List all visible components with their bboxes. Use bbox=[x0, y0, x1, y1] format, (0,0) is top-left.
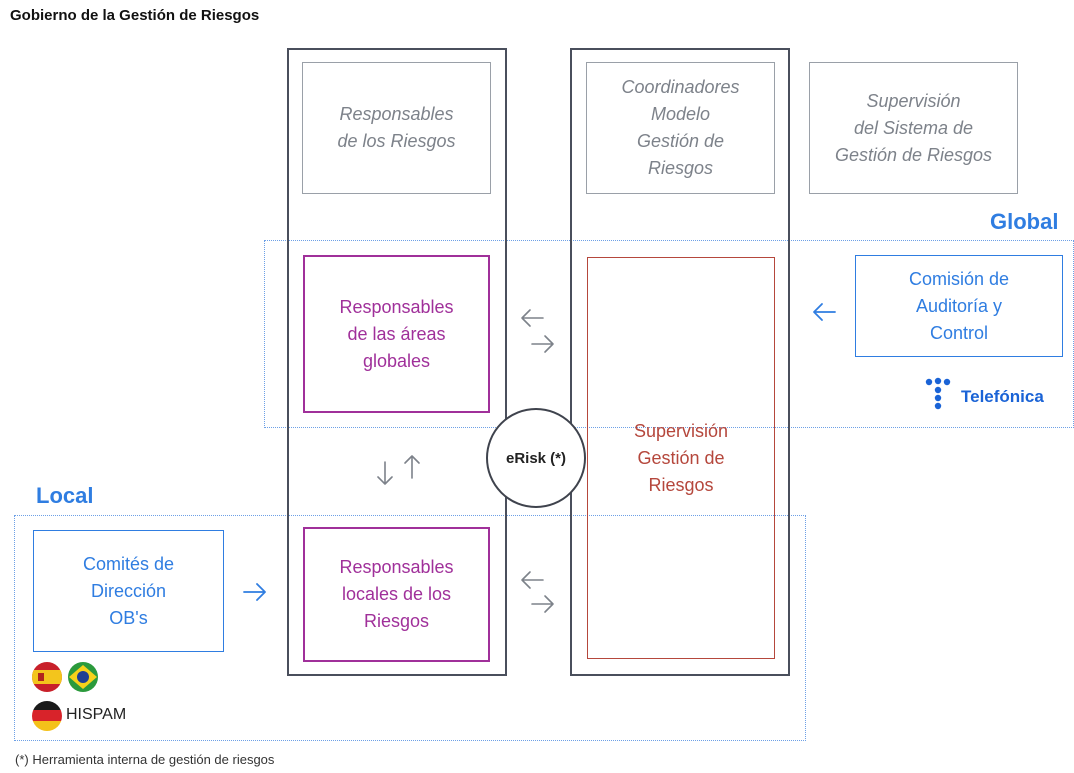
local-label: Local bbox=[36, 483, 94, 508]
spain-flag-icon bbox=[32, 662, 62, 692]
responsables-locales-box: Responsables locales de los Riesgos bbox=[303, 527, 490, 662]
bidirectional-arrow-icon bbox=[521, 571, 554, 613]
hispam-label: HISPAM bbox=[66, 706, 127, 723]
comites-box: Comités de Dirección OB's bbox=[33, 530, 224, 652]
areas-globales-box: Responsables de las áreas globales bbox=[303, 255, 490, 413]
vertical-arrows-icon bbox=[377, 455, 420, 485]
comision-box: Comisión de Auditoría y Control bbox=[855, 255, 1063, 357]
supervision-gestion-box: Supervisión Gestión de Riesgos bbox=[587, 257, 775, 659]
telefonica-logo: Telefónica bbox=[923, 377, 1073, 413]
telefonica-wordmark: Telefónica bbox=[961, 387, 1044, 406]
flags-group bbox=[32, 662, 98, 731]
erisk-circle: eRisk (*) bbox=[486, 408, 586, 508]
responsables-riesgos-box: Responsables de los Riesgos bbox=[302, 62, 491, 194]
local-region bbox=[14, 515, 806, 741]
bidirectional-arrow-icon bbox=[521, 309, 554, 353]
arrow-right-icon bbox=[243, 583, 266, 601]
brazil-flag-icon bbox=[68, 662, 98, 692]
telefonica-logo-icon bbox=[925, 377, 951, 410]
global-label: Global bbox=[990, 209, 1059, 234]
footnote: (*) Herramienta interna de gestión de ri… bbox=[15, 752, 275, 767]
supervision-sistema-box: Supervisión del Sistema de Gestión de Ri… bbox=[809, 62, 1018, 194]
right-column-frame bbox=[570, 48, 790, 676]
coordinadores-box: Coordinadores Modelo Gestión de Riesgos bbox=[586, 62, 775, 194]
page-title: Gobierno de la Gestión de Riesgos bbox=[10, 7, 260, 24]
arrow-left-icon bbox=[813, 303, 836, 321]
left-column-frame bbox=[287, 48, 507, 676]
germany-flag-icon bbox=[32, 701, 62, 731]
